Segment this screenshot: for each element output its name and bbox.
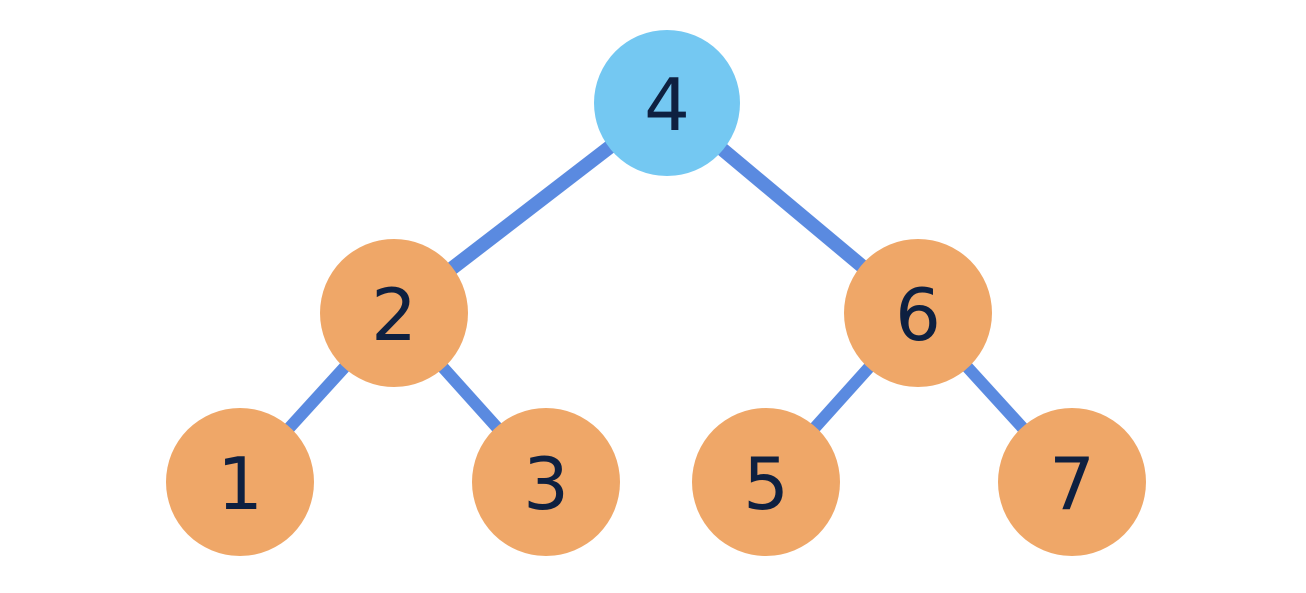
tree-node-1[interactable]: 1 [166, 408, 314, 556]
tree-node-circle-4[interactable] [594, 30, 740, 176]
tree-node-5[interactable]: 5 [692, 408, 840, 556]
tree-node-circle-2[interactable] [320, 239, 468, 387]
tree-node-circle-3[interactable] [472, 408, 620, 556]
tree-node-3[interactable]: 3 [472, 408, 620, 556]
tree-node-6[interactable]: 6 [844, 239, 992, 387]
tree-node-circle-1[interactable] [166, 408, 314, 556]
tree-node-circle-5[interactable] [692, 408, 840, 556]
tree-node-4[interactable]: 4 [594, 30, 740, 176]
tree-node-circle-7[interactable] [998, 408, 1146, 556]
tree-node-2[interactable]: 2 [320, 239, 468, 387]
tree-node-7[interactable]: 7 [998, 408, 1146, 556]
tree-node-circle-6[interactable] [844, 239, 992, 387]
